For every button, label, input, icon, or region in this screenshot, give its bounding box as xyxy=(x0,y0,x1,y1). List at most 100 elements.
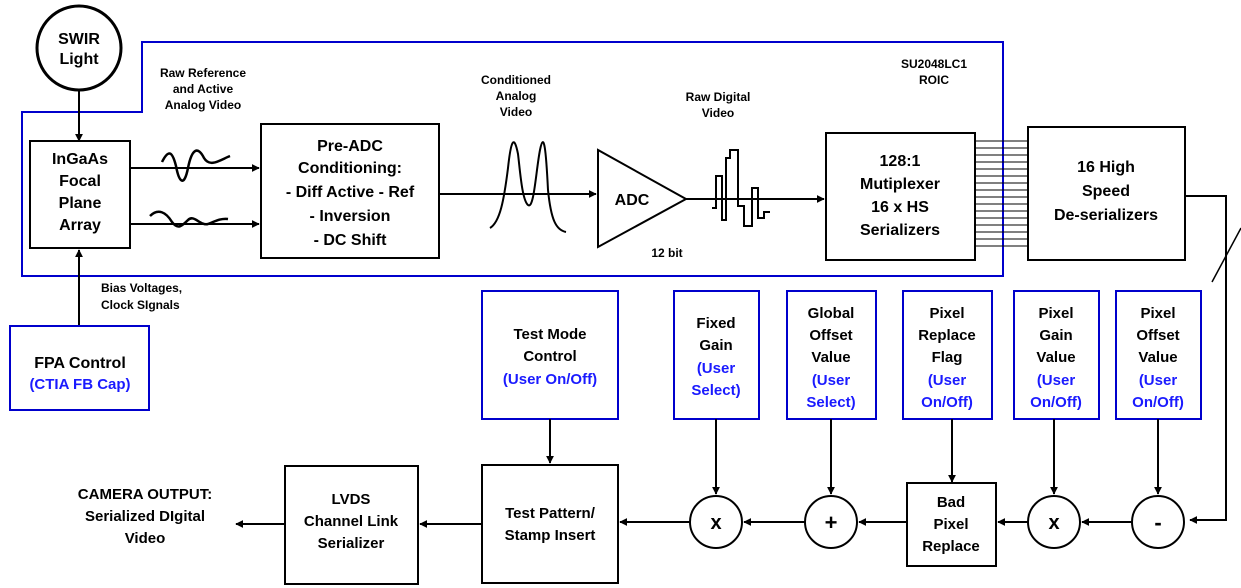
pixel-gain-label-2: Gain xyxy=(1039,327,1072,344)
pixel-offset-sub-2: On/Off) xyxy=(1132,394,1184,411)
roic-label-2: ROIC xyxy=(919,73,949,87)
bad-pixel-label-1: Bad xyxy=(937,494,965,511)
conditioned-label-1: Conditioned xyxy=(481,73,551,87)
camera-output-label-3: Video xyxy=(125,530,166,547)
pixel-gain-sub-2: On/Off) xyxy=(1030,394,1082,411)
global-offset-label-1: Global xyxy=(808,305,855,322)
minus-symbol: - xyxy=(1154,510,1161,535)
swir-label-2: Light xyxy=(59,51,99,68)
fpa-label-3: Plane xyxy=(59,195,102,212)
conditioned-label-3: Video xyxy=(500,105,532,119)
pixel-replace-flag-label-1: Pixel xyxy=(929,305,964,322)
pixel-replace-flag-label-2: Replace xyxy=(918,327,976,344)
test-mode-label-2: Control xyxy=(523,348,576,365)
pixel-offset-label-3: Value xyxy=(1138,349,1177,366)
pre-adc-label-3: - Diff Active - Ref xyxy=(286,184,415,201)
roic-label-1: SU2048LC1 xyxy=(901,57,967,71)
bus-width-slash xyxy=(1211,227,1241,283)
test-mode-sub: (User On/Off) xyxy=(503,371,597,388)
swir-label-1: SWIR xyxy=(58,31,100,48)
fpa-control-block xyxy=(9,325,150,411)
pixel-gain-label-1: Pixel xyxy=(1038,305,1073,322)
reference-waveform xyxy=(149,210,229,228)
pixel-replace-flag-sub-2: On/Off) xyxy=(921,394,973,411)
fixed-gain-label-1: Fixed xyxy=(696,315,735,332)
test-pattern-label-1: Test Pattern/ xyxy=(505,505,596,522)
global-offset-label-2: Offset xyxy=(809,327,852,344)
raw-reference-label-1: Raw Reference xyxy=(160,66,246,80)
global-offset-sub-2: Select) xyxy=(806,394,855,411)
pre-adc-label-2: Conditioning: xyxy=(298,160,402,177)
mux-block xyxy=(825,132,976,261)
fixed-gain-block xyxy=(673,290,760,420)
test-mode-control-block xyxy=(481,290,619,420)
serial-lanes xyxy=(975,140,1028,247)
mux-label-1: 128:1 xyxy=(880,153,921,170)
active-waveform xyxy=(160,149,231,182)
pre-adc-label-4: - Inversion xyxy=(310,208,391,225)
pre-adc-label-1: Pre-ADC xyxy=(317,138,383,155)
pixel-gain-block xyxy=(1013,290,1100,420)
lvds-block xyxy=(284,465,419,585)
lvds-label-2: Channel Link xyxy=(304,513,399,530)
fpa-control-title: FPA Control xyxy=(34,355,126,372)
mux-label-4: Serializers xyxy=(860,222,940,239)
deser-label-1: 16 High xyxy=(1077,159,1135,176)
raw-reference-label-3: Analog Video xyxy=(165,98,241,112)
conditioned-waveform xyxy=(489,141,567,233)
pre-adc-label-5: - DC Shift xyxy=(314,232,388,249)
fpa-block xyxy=(29,140,131,249)
bad-pixel-label-3: Replace xyxy=(922,538,980,555)
roic-boundary xyxy=(21,41,1004,277)
fixed-gain-sub-1: (User xyxy=(697,360,736,377)
conditioned-label-2: Analog xyxy=(496,89,537,103)
pixel-gain-multiply-symbol: x xyxy=(1048,512,1059,534)
global-offset-label-3: Value xyxy=(811,349,850,366)
test-mode-label-1: Test Mode xyxy=(513,326,586,343)
deserializer-block xyxy=(1027,126,1186,261)
pixel-offset-sub-1: (User xyxy=(1139,372,1178,389)
bias-label-1: Bias Voltages, xyxy=(101,281,182,295)
deser-label-2: Speed xyxy=(1082,183,1130,200)
plus-symbol: + xyxy=(825,510,838,535)
lvds-label-3: Serializer xyxy=(318,535,385,552)
raw-digital-label-1: Raw Digital xyxy=(686,90,751,104)
adc-label: ADC xyxy=(615,192,650,209)
camera-output-label-2: Serialized DIgital xyxy=(85,508,205,525)
fpa-control-sub: (CTIA FB Cap) xyxy=(29,376,130,393)
pixel-offset-block xyxy=(1115,290,1202,420)
fixed-gain-multiply-symbol: x xyxy=(710,512,721,534)
pixel-offset-label-2: Offset xyxy=(1136,327,1179,344)
fpa-label-2: Focal xyxy=(59,173,101,190)
global-offset-block xyxy=(786,290,877,420)
bus-return-path xyxy=(1185,195,1227,524)
deser-label-3: De-serializers xyxy=(1054,207,1158,224)
adc-bits-label: 12 bit xyxy=(651,246,682,260)
test-pattern-block xyxy=(481,464,619,584)
raw-reference-label-2: and Active xyxy=(173,82,234,96)
pixel-gain-sub-1: (User xyxy=(1037,372,1076,389)
fpa-label-4: Array xyxy=(59,217,101,234)
mux-label-2: Mutiplexer xyxy=(860,176,940,193)
pixel-replace-flag-sub-1: (User xyxy=(928,372,967,389)
fixed-gain-sub-2: Select) xyxy=(691,382,740,399)
lvds-label-1: LVDS xyxy=(332,491,371,508)
pixel-replace-flag-block xyxy=(902,290,993,420)
digital-waveform xyxy=(712,149,770,227)
global-offset-sub-1: (User xyxy=(812,372,851,389)
bad-pixel-replace-block xyxy=(906,482,997,567)
swir-light-node xyxy=(35,4,123,92)
pixel-replace-flag-label-3: Flag xyxy=(932,349,963,366)
mux-label-3: 16 x HS xyxy=(871,199,929,216)
bad-pixel-label-2: Pixel xyxy=(933,516,968,533)
adc-block xyxy=(597,148,689,249)
fixed-gain-label-2: Gain xyxy=(699,337,732,354)
pre-adc-block xyxy=(260,123,440,259)
fpa-label-1: InGaAs xyxy=(52,151,108,168)
raw-digital-label-2: Video xyxy=(702,106,734,120)
camera-output-label-1: CAMERA OUTPUT: xyxy=(78,486,212,503)
pixel-offset-label-1: Pixel xyxy=(1140,305,1175,322)
pixel-gain-label-3: Value xyxy=(1036,349,1075,366)
